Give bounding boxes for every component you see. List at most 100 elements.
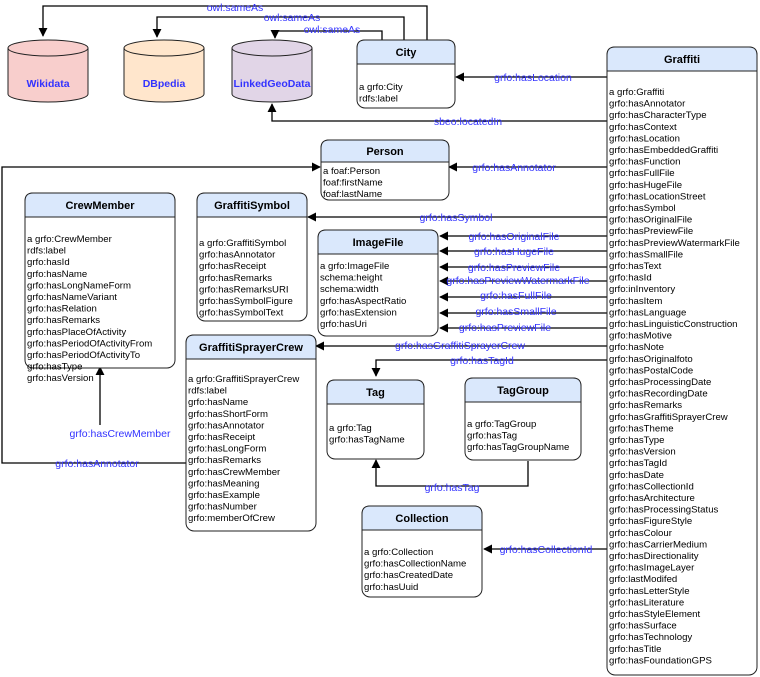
class-property: grfo:hasVersion	[27, 373, 94, 384]
class-property: grfo:hasImageLayer	[609, 563, 695, 574]
class-property: grfo:hasName	[27, 269, 87, 280]
class-property: grfo:hasTechnology	[609, 632, 692, 643]
class-property: a grfo:GraffitiSprayerCrew	[188, 374, 299, 385]
class-property: grfo:hasTag	[467, 431, 517, 442]
class-property: grfo:hasExample	[188, 490, 260, 501]
class-property: grfo:hasNumber	[188, 502, 258, 513]
class-header-sprayercrew	[185, 334, 317, 360]
class-title-tag: Tag	[366, 387, 385, 399]
edge-label-hashugefile: grfo:hasHugeFile	[474, 246, 554, 258]
class-property: grfo:hasTitle	[609, 644, 661, 655]
class-property: grfo:hasLanguage	[609, 307, 686, 318]
class-property: foaf:firstName	[323, 178, 383, 189]
class-property: grfo:hasType	[27, 362, 82, 373]
class-property: grfo:hasFoundationGPS	[609, 655, 712, 666]
class-property: grfo:hasRemarks	[27, 315, 100, 326]
class-property: grfo:hasUri	[320, 319, 367, 330]
class-property: grfo:hasShortForm	[188, 409, 268, 420]
edge-label-hasannotator-person: grfo:hasAnnotator	[472, 162, 556, 174]
class-property: grfo:hasStyleElement	[609, 609, 701, 620]
class-property: a foaf:Person	[323, 166, 380, 177]
edge-label-hasoriginalfile: grfo:hasOriginalFile	[468, 231, 559, 243]
class-property: schema:width	[320, 284, 379, 295]
class-property: grfo:hasPostalCode	[609, 365, 693, 376]
class-property: grfo:hasOriginalFile	[609, 215, 692, 226]
class-property: schema:height	[320, 273, 383, 284]
class-property: grfo:hasDirectionality	[609, 551, 699, 562]
edge-label-hassymbol: grfo:hasSymbol	[420, 212, 493, 224]
class-header-crewmember	[24, 192, 176, 218]
class-property: grfo:hasPreviewWatermarkFile	[609, 238, 740, 249]
class-property: grfo:hasRelation	[27, 304, 97, 315]
class-property: grfo:hasMotive	[609, 331, 672, 342]
class-property: grfo:hasFullFile	[609, 168, 675, 179]
edge-sameas-lgd	[270, 29, 383, 40]
class-property: grfo:hasRecordingDate	[609, 389, 708, 400]
class-property: grfo:hasName	[188, 397, 248, 408]
edge-label-sameas-wikidata: owl:sameAs	[207, 2, 264, 14]
class-property: grfo:hasMeaning	[188, 478, 259, 489]
edge-locatedin	[267, 103, 607, 122]
class-property: grfo:hasCollectionId	[609, 481, 694, 492]
class-property: grfo:hasLongNameForm	[27, 280, 131, 291]
class-property: a grfo:City	[359, 82, 403, 93]
edge-hastagid	[371, 359, 607, 377]
class-property: grfo:lastModifed	[609, 574, 677, 585]
class-property: a grfo:Collection	[364, 547, 433, 558]
class-property: grfo:hasFigureStyle	[609, 516, 692, 527]
class-header-graffiti	[606, 46, 758, 72]
class-property: grfo:hasSmallFile	[609, 249, 683, 260]
class-property: grfo:hasEmbeddedGraffiti	[609, 145, 718, 156]
edge-label-hastag: grfo:hasTag	[425, 482, 480, 494]
class-property: grfo:hasDate	[609, 470, 664, 481]
class-title-graffitisymbol: GraffitiSymbol	[214, 200, 290, 212]
class-header-city	[356, 39, 456, 65]
linkedgeodata-label: LinkedGeoData	[233, 78, 310, 90]
edge-label-hasfullfile: grfo:hasFullFile	[480, 290, 552, 302]
class-title-collection: Collection	[395, 513, 448, 525]
edge-label-hasgraffitisprayercrew: grfo:hasGraffitiSprayerCrew	[395, 340, 525, 352]
edge-label-sameas-dbpedia: owl:sameAs	[264, 12, 321, 24]
class-property: grfo:hasPeriodOfActivityTo	[27, 350, 140, 361]
wikidata-label: Wikidata	[26, 78, 69, 90]
class-boxes: Graffiti a grfo:Graffiti grfo:hasAnnotator…	[24, 39, 758, 676]
class-title-graffiti: Graffiti	[664, 54, 700, 66]
class-property: grfo:hasReceipt	[188, 432, 256, 443]
class-property: grfo:hasSymbolText	[199, 308, 284, 319]
class-property: grfo:hasType	[609, 435, 664, 446]
edge-label-hasannotator-crew: grfo:hasAnnotator	[55, 458, 139, 470]
class-property: grfo:hasAnnotator	[188, 420, 265, 431]
class-property: grfo:hasLocationStreet	[609, 191, 706, 202]
class-property: grfo:hasOriginalfoto	[609, 354, 693, 365]
class-property: a grfo:Graffiti	[609, 87, 664, 98]
class-header-collection	[361, 505, 483, 531]
class-property: a grfo:ImageFile	[320, 261, 389, 272]
class-property: grfo:hasProcessingDate	[609, 377, 711, 388]
class-header-taggroup	[464, 377, 582, 403]
class-property: grfo:hasFunction	[609, 157, 680, 168]
edge-sameas-dbpedia	[152, 16, 405, 40]
class-property: grfo:hasRemarks	[609, 400, 682, 411]
class-property: grfo:hasNote	[609, 342, 664, 353]
class-property: grfo:hasCreatedDate	[364, 570, 453, 581]
class-property: grfo:hasLocation	[609, 133, 680, 144]
edge-hasannotator-crew	[1, 162, 321, 464]
class-property: grfo:hasRemarks	[188, 455, 261, 466]
dbpedia-label: DBpedia	[143, 78, 186, 90]
edge-label-hastagid: grfo:hasTagId	[450, 355, 514, 367]
class-title-crewmember: CrewMember	[65, 200, 135, 212]
class-property: grfo:hasGraffitiSprayerCrew	[609, 412, 728, 423]
class-header-graffitisymbol	[196, 192, 308, 218]
class-property: grfo:inInventory	[609, 284, 675, 295]
class-property: rdfs:label	[188, 386, 227, 397]
class-header-tag	[326, 379, 425, 405]
class-property: grfo:hasPreviewFile	[609, 226, 693, 237]
class-property: grfo:hasText	[609, 261, 662, 272]
